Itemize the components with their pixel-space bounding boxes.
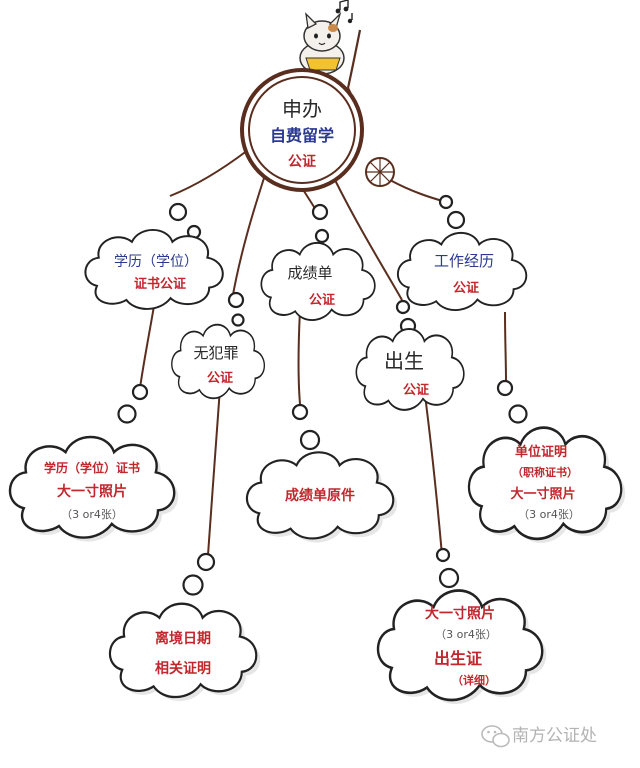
req-work-line1: 单位证明 [515,444,567,460]
root-node: 申办 自费留学 公证 [240,68,364,192]
req-degree-line2: 大一寸照片 [57,483,127,500]
line-birth-down [424,394,443,556]
watermark-text: 南方公证处 [512,726,597,746]
branch-work-tag: 公证 [453,281,479,296]
branch-work-title: 工作经历 [434,252,494,270]
cat-on-unicycle-icon [299,0,395,187]
watermark: 南方公证处 [481,725,597,748]
wechat-icon [481,725,510,748]
requirement-degree: 学历（学位）证书 大一寸照片 （3 or4张） [8,435,179,542]
req-work-line2: （职称证书） [512,465,578,479]
branch-birth: 出生 公证 [355,328,465,411]
req-birth-line1: 大一寸照片 [425,605,495,622]
req-degree-line3: （3 or4张） [61,508,123,521]
branch-work: 工作经历 公证 [396,231,528,312]
requirement-birth: 大一寸照片 （3 or4张） 出生证 （详细） [376,589,547,705]
branch-birth-title: 出生 [384,349,424,373]
req-birth-line4: （详细） [452,673,496,687]
req-work-line4: （3 or4张） [518,508,580,521]
branch-transcript-title: 成绩单 [287,264,332,282]
line-to-birth [334,179,403,301]
req-birth-line3: 出生证 [434,649,482,668]
requirement-transcript: 成绩单原件 [245,451,398,543]
branch-crime-tag: 公证 [207,371,233,386]
line-crime-down [207,387,221,556]
branch-transcript-tag: 公证 [309,293,335,308]
line-to-crime [231,174,266,301]
branch-degree-tag: 证书公证 [134,276,186,292]
thought-bubbles [117,194,528,596]
line-to-degree [169,149,249,197]
line-transcript-down [297,309,301,405]
root-title: 申办 [282,97,322,121]
branch-degree: 学历（学位） 证书公证 [84,228,224,310]
requirement-work: 单位证明 （职称证书） 大一寸照片 （3 or4张） [467,426,626,543]
root-tag: 公证 [288,154,316,170]
req-crime-line1: 离境日期 [155,630,211,647]
req-birth-line2: （3 or4张） [435,628,497,641]
root-subtitle: 自费留学 [270,126,334,145]
branch-degree-title: 学历（学位） [114,254,198,270]
requirement-crime: 离境日期 相关证明 [108,602,261,702]
branch-crime-title: 无犯罪 [193,344,238,362]
req-degree-line1: 学历（学位）证书 [44,460,140,475]
req-crime-line2: 相关证明 [155,660,211,677]
req-work-line3: 大一寸照片 [510,486,575,502]
line-work-down [504,311,507,383]
line-to-work [389,179,447,203]
branch-birth-tag: 公证 [403,383,429,398]
branch-crime: 无犯罪 公证 [170,323,266,400]
branch-transcript: 成绩单 公证 [260,241,376,322]
req-transcript-line1: 成绩单原件 [285,487,355,504]
line-degree-down [139,299,156,389]
